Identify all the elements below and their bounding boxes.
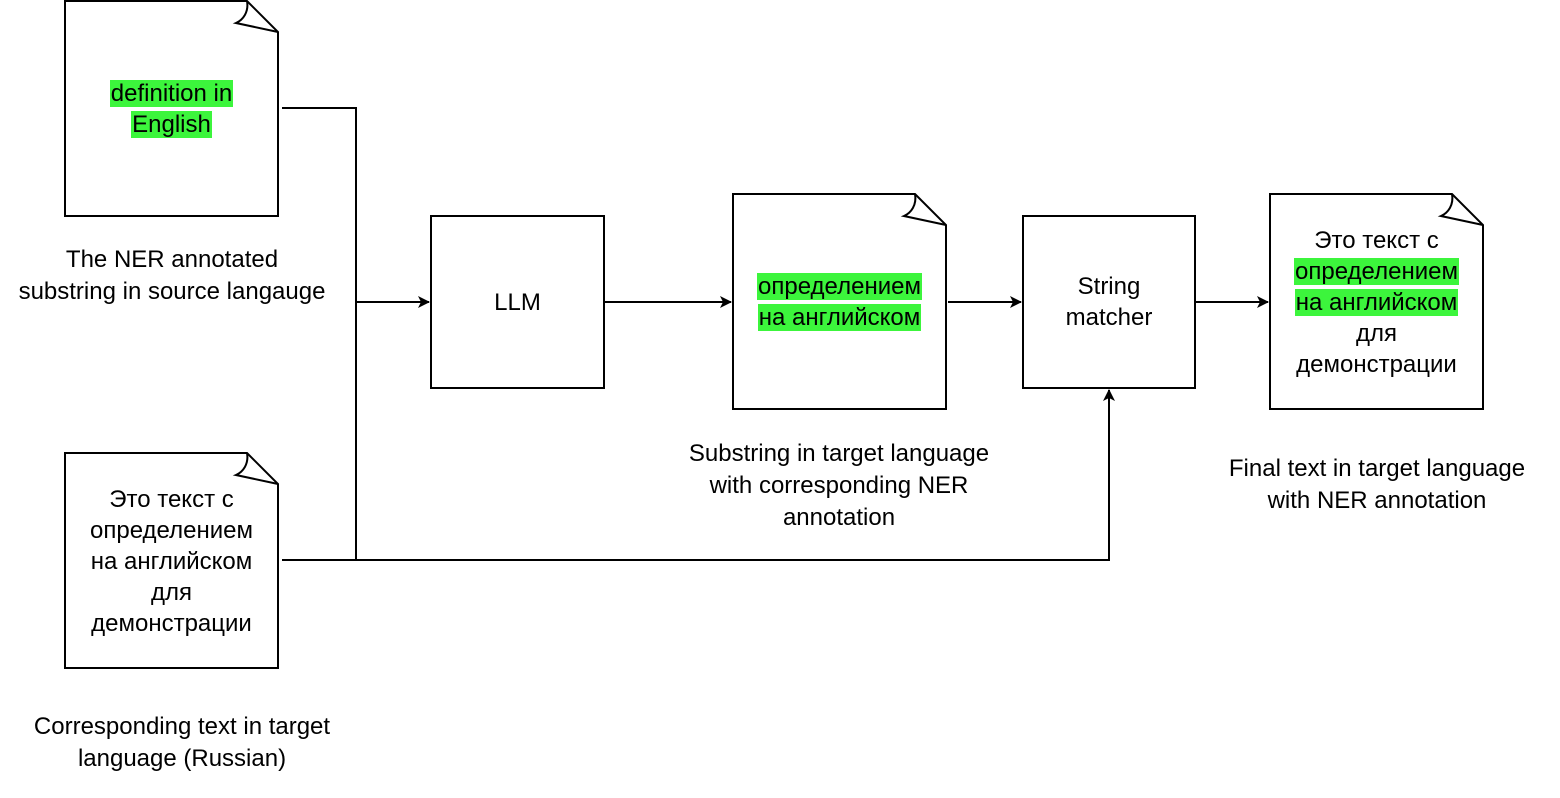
final-doc-line-highlighted: на английском [1294, 288, 1459, 316]
source-document-shape [64, 0, 279, 217]
llm-box: LLM [431, 216, 604, 388]
source-document: definition in English [65, 2, 278, 216]
connector-target-to-matcher [282, 389, 1115, 561]
target-doc-line: демонстрации [91, 609, 252, 637]
target-caption: Corresponding text in target language (R… [12, 711, 352, 775]
target-doc-line: для [150, 578, 192, 606]
source-caption-line: The NER annotated [65, 246, 279, 273]
source-doc-line: English [131, 111, 212, 138]
llm-output-document-shape [732, 193, 947, 410]
connector-source-to-llm [282, 107, 430, 308]
matcher-box-shape [1022, 215, 1196, 389]
llm-output-line: на английском [757, 304, 922, 331]
llm-output-caption-line: with corresponding NER [709, 472, 969, 499]
target-doc-line: Это текст с [109, 485, 234, 513]
source-caption: The NER annotated substring in source la… [0, 244, 344, 308]
final-caption-line: with NER annotation [1267, 487, 1487, 514]
target-document: Это текст с определением на английском д… [65, 454, 278, 668]
llm-output-caption-line: annotation [782, 504, 896, 531]
llm-output-caption-line: Substring in target language [688, 440, 990, 467]
target-doc-line: на английском [90, 547, 253, 575]
matcher-label: matcher [1065, 304, 1153, 331]
matcher-label: String [1077, 273, 1141, 300]
target-caption-line: language (Russian) [77, 745, 287, 772]
source-doc-line: definition in [109, 80, 234, 107]
llm-output-document: определением на английском [733, 195, 946, 409]
string-matcher-box: String matcher [1023, 216, 1195, 388]
final-caption: Final text in target language with NER a… [1205, 453, 1549, 517]
final-caption-line: Final text in target language [1228, 455, 1526, 482]
final-doc-line-highlighted: определением [1294, 257, 1459, 285]
final-doc-line: для [1355, 319, 1397, 347]
llm-output-line: определением [757, 273, 922, 300]
target-doc-line: определением [90, 516, 253, 544]
target-caption-line: Corresponding text in target [33, 713, 331, 740]
final-document: Это текст с определением на английском д… [1270, 195, 1483, 409]
target-document-shape [64, 452, 279, 669]
source-caption-line: substring in source langauge [18, 278, 326, 305]
llm-label: LLM [494, 288, 541, 316]
llm-box-shape [430, 215, 605, 389]
final-doc-line: Это текст с [1314, 226, 1439, 254]
llm-output-caption: Substring in target language with corres… [660, 438, 1018, 534]
final-doc-line: демонстрации [1296, 350, 1457, 378]
